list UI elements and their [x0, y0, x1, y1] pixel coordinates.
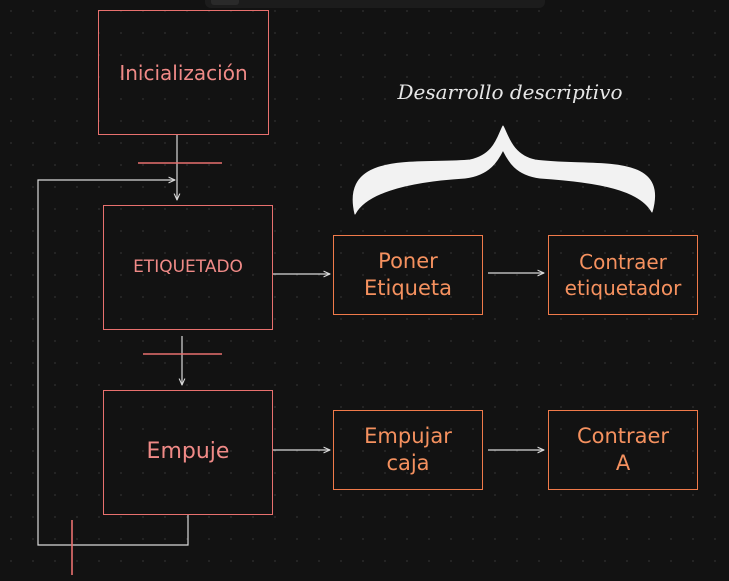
node-etiquetado[interactable]: ETIQUETADO [103, 205, 273, 330]
toolbar-strip [205, 0, 545, 8]
node-poner-etiqueta[interactable]: Poner Etiqueta [333, 235, 483, 315]
node-inicializacion[interactable]: Inicialización [98, 10, 269, 135]
node-contraer-etiquetador[interactable]: Contraer etiquetador [548, 235, 698, 315]
node-empujar-caja[interactable]: Empujar caja [333, 410, 483, 490]
node-poner-etiqueta-label: Poner Etiqueta [364, 248, 452, 300]
node-empujar-caja-label: Empujar caja [364, 423, 452, 475]
connector-loop-back [37, 180, 189, 546]
node-contraer-etiquetador-label: Contraer etiquetador [564, 250, 682, 300]
node-contraer-a[interactable]: Contraer A [548, 410, 698, 490]
node-etiquetado-label: ETIQUETADO [133, 257, 243, 278]
annotation-label: Desarrollo descriptivo [397, 80, 623, 104]
node-contraer-a-label: Contraer A [576, 423, 670, 475]
curly-brace [352, 125, 655, 215]
toolbar-tab[interactable] [211, 0, 239, 5]
node-empuje-label: Empuje [146, 439, 230, 465]
node-inicializacion-label: Inicialización [119, 60, 248, 85]
node-empuje[interactable]: Empuje [103, 390, 273, 515]
